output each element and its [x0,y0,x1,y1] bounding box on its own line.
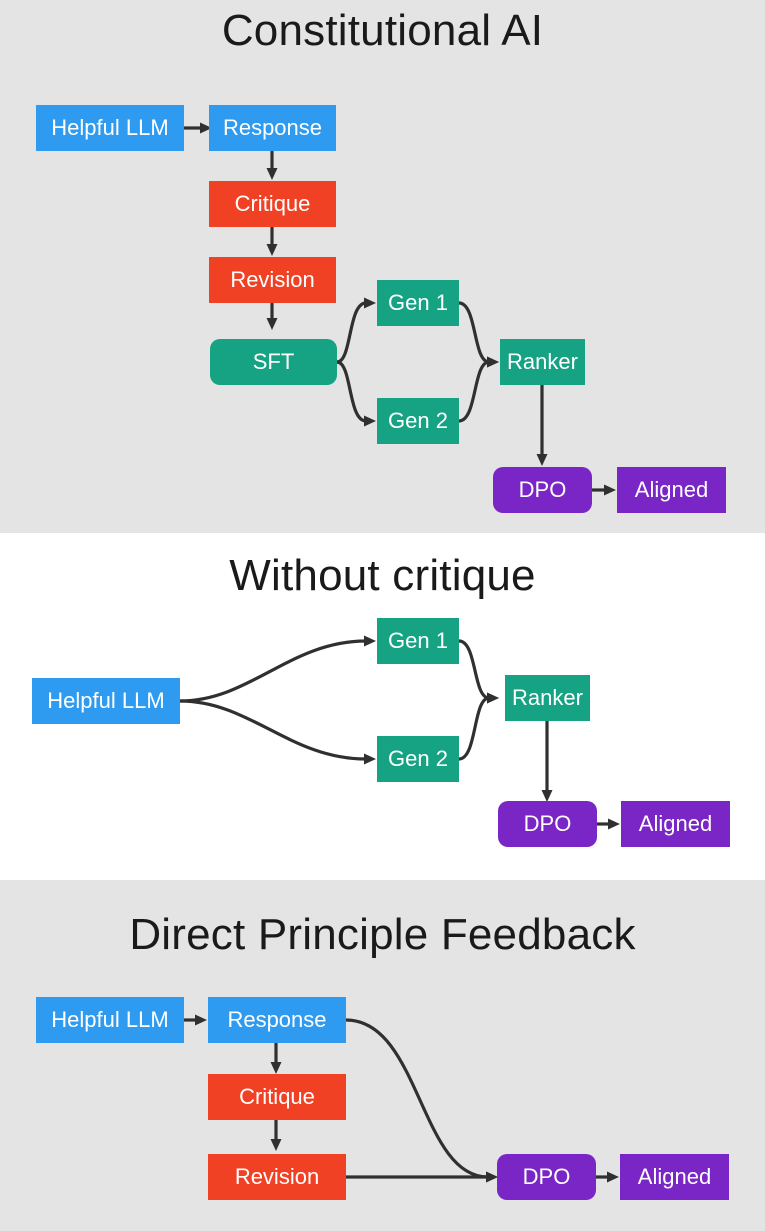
panel-constitutional-ai: Constitutional AI Helpful LLM [0,0,765,533]
edge-gen1-ranker-p2-head [487,692,499,704]
node-sft-panel-1[interactable]: SFT [210,339,337,385]
edge-response-critique-head [266,168,278,180]
edge-dpo-aligned-head [604,484,616,496]
node-gen-1-panel-2[interactable]: Gen 1 [377,618,459,664]
node-label: Gen 1 [388,290,448,315]
node-label: Critique [239,1084,315,1109]
node-dpo-panel-2[interactable]: DPO [498,801,597,847]
node-response-panel-3[interactable]: Response [208,997,346,1043]
edge-revision-sft-head [266,318,278,330]
edge-helpfulllm-gen2 [179,699,367,761]
node-critique-panel-1[interactable]: Critique [209,181,336,227]
node-revision-panel-1[interactable]: Revision [209,257,336,303]
edge-gen1-ranker-head [487,356,499,368]
node-revision-panel-3[interactable]: Revision [208,1154,346,1200]
edge-gen2-ranker-p2-head [487,692,499,704]
edge-gen1-ranker [458,301,490,364]
node-label: Critique [234,191,311,216]
edge-sft-gen2-head [364,415,376,427]
node-label: Revision [230,267,315,292]
node-label: DPO [518,477,567,502]
edge-layer-panel-1 [184,122,616,496]
panel-direct-principle-feedback: Direct Principle Feedback Helpful LLM Re… [0,880,765,1231]
node-label: Aligned [637,1164,712,1189]
panel-without-critique: Without critique Helpful LLM Gen 1 Gen 2… [0,533,765,880]
edge-gen1-ranker-p2 [458,639,490,700]
node-ranker-panel-1[interactable]: Ranker [500,339,585,385]
edge-sft-gen1-head [364,297,376,309]
node-helpful-llm-panel-2[interactable]: Helpful LLM [32,678,180,724]
edge-gen2-ranker-p2 [458,696,490,761]
edge-response-critique-p3-head [270,1062,282,1074]
node-label: DPO [523,811,572,836]
node-critique-panel-3[interactable]: Critique [208,1074,346,1120]
edge-dpo-aligned-p3-head [607,1171,619,1183]
node-label: Helpful LLM [51,1007,169,1032]
edge-ranker-dpo-head [536,454,548,466]
edge-gen2-ranker-head [487,356,499,368]
node-label: Ranker [512,685,583,710]
node-label: SFT [252,349,295,374]
node-helpful-llm-panel-3[interactable]: Helpful LLM [36,997,184,1043]
edge-gen2-ranker [458,360,490,423]
node-gen-2-panel-2[interactable]: Gen 2 [377,736,459,782]
node-label: Aligned [634,477,709,502]
node-dpo-panel-3[interactable]: DPO [497,1154,596,1200]
edge-critique-revision-head [266,244,278,256]
node-aligned-panel-3[interactable]: Aligned [620,1154,729,1200]
node-label: Aligned [638,811,713,836]
node-ranker-panel-2[interactable]: Ranker [505,675,590,721]
node-label: DPO [522,1164,571,1189]
edge-helpfulllm-response-p3-head [195,1014,207,1026]
node-dpo-panel-1[interactable]: DPO [493,467,592,513]
node-label: Gen 2 [388,408,448,433]
node-aligned-panel-1[interactable]: Aligned [617,467,726,513]
node-gen-2-panel-1[interactable]: Gen 2 [377,398,459,444]
node-label: Ranker [507,349,578,374]
node-label: Revision [234,1164,320,1189]
edge-sft-gen1 [336,301,367,364]
edge-dpo-aligned-p2-head [608,818,620,830]
node-label: Gen 1 [388,628,448,653]
edge-critique-revision-p3-head [270,1139,282,1151]
node-label: Helpful LLM [47,688,165,713]
node-gen-1-panel-1[interactable]: Gen 1 [377,280,459,326]
edge-helpfulllm-gen1 [179,639,367,703]
node-label: Response [222,115,323,140]
node-label: Helpful LLM [51,115,169,140]
node-label: Response [227,1007,327,1032]
page-title-direct-principle-feedback: Direct Principle Feedback [129,910,636,959]
page-title-constitutional-ai: Constitutional AI [221,6,544,55]
edge-helpfulllm-gen1-head [364,635,376,647]
node-label: Gen 2 [388,746,448,771]
node-aligned-panel-2[interactable]: Aligned [621,801,730,847]
edge-sft-gen2 [336,360,367,423]
page-title-without-critique: Without critique [229,551,536,600]
node-helpful-llm-panel-1[interactable]: Helpful LLM [36,105,184,151]
edge-response-dpo-p3 [345,1018,489,1179]
node-response-panel-1[interactable]: Response [209,105,336,151]
edge-helpfulllm-gen2-head [364,753,376,765]
